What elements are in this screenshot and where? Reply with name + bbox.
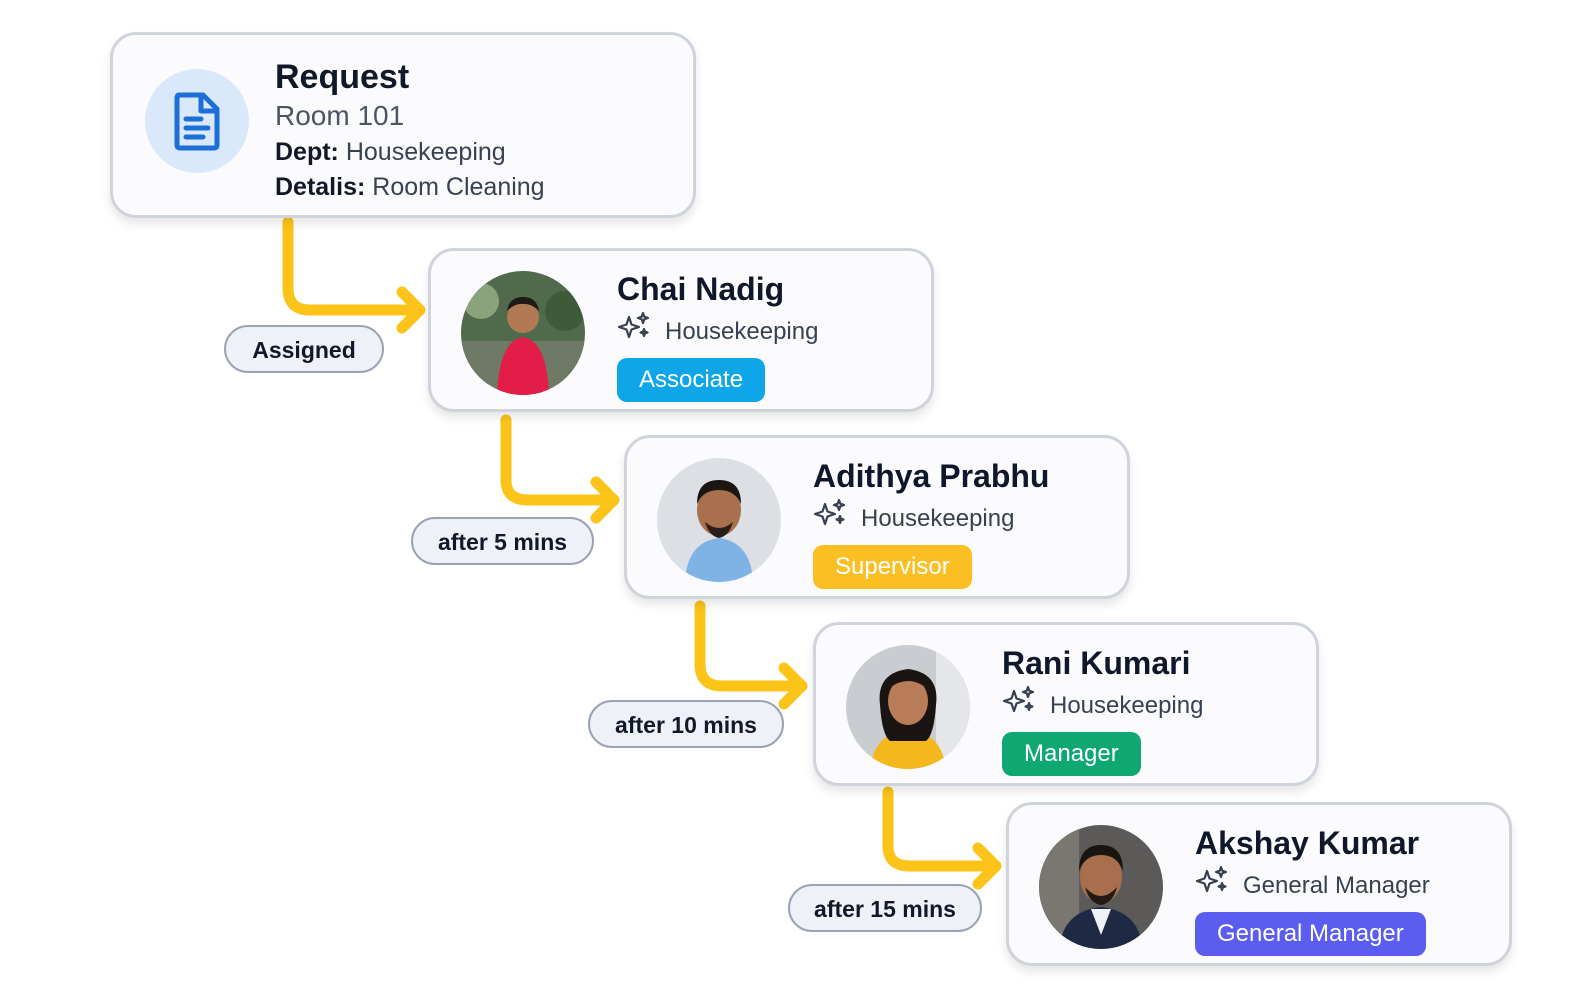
dept-label: Dept: [275,138,339,166]
request-card[interactable]: Request Room 101 Dept: Housekeeping Deta… [110,32,696,218]
person-dept-label: General Manager [1243,871,1430,899]
person-card-adithya-prabhu[interactable]: Adithya Prabhu Housekeeping Supervisor [624,435,1130,599]
role-badge: Supervisor [813,545,972,589]
person-dept: Housekeeping [1002,685,1203,726]
sparkle-icon [1002,685,1036,726]
sparkle-icon [813,498,847,539]
request-details: Detalis: Room Cleaning [275,170,545,205]
sparkle-icon [1195,865,1229,906]
details-value: Room Cleaning [372,173,545,201]
person-name: Akshay Kumar [1195,825,1420,861]
person-dept-label: Housekeeping [665,317,819,345]
details-label: Detalis: [275,173,366,201]
document-icon [145,69,249,173]
step-pill-15-mins: after 15 mins [788,884,982,932]
person-card-akshay-kumar[interactable]: Akshay Kumar General Manager General Man… [1006,802,1512,966]
person-name: Chai Nadig [617,271,785,307]
dept-value: Housekeeping [345,138,506,166]
person-dept: General Manager [1195,865,1430,906]
arrow-2 [500,414,614,506]
person-dept-label: Housekeeping [1050,691,1204,719]
step-pill-5-mins: after 5 mins [411,517,594,565]
request-room: Room 101 [275,100,405,131]
step-pill-10-mins: after 10 mins [588,700,784,748]
arrow-head-3 [778,662,808,710]
arrow-3 [694,600,802,692]
person-name: Adithya Prabhu [813,458,1050,494]
arrow-head-2 [590,476,620,524]
person-name: Rani Kumari [1002,645,1191,681]
avatar [461,271,585,395]
role-badge: General Manager [1195,912,1426,956]
person-card-rani-kumari[interactable]: Rani Kumari Housekeeping Manager [813,622,1319,786]
person-dept: Housekeeping [617,311,818,352]
avatar [846,645,970,769]
person-dept-label: Housekeeping [861,504,1015,532]
avatar [1039,825,1163,949]
arrow-head-4 [972,842,1002,890]
avatar [657,458,781,582]
request-dept: Dept: Housekeeping [275,135,545,170]
sparkle-icon [617,311,651,352]
arrow-head-1 [396,286,426,334]
person-dept: Housekeeping [813,498,1049,539]
arrow-1 [282,216,420,316]
role-badge: Manager [1002,732,1141,776]
role-badge: Associate [617,358,766,402]
step-pill-assigned: Assigned [224,325,384,373]
arrow-4 [882,786,996,872]
person-card-chai-nadig[interactable]: Chai Nadig Housekeeping Associate [428,248,934,412]
request-title: Request [275,58,410,96]
